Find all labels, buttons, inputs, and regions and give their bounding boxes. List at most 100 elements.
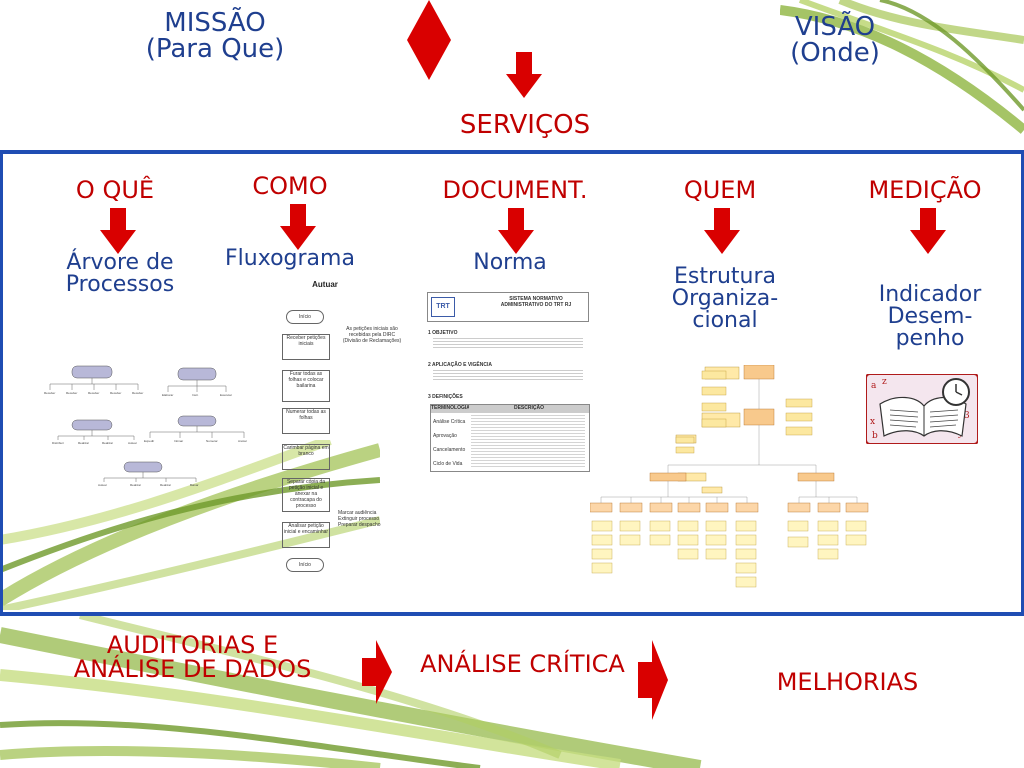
norma-section: 2 APLICAÇÃO E VIGÊNCIA (428, 362, 492, 368)
sub-norma: Norma (440, 252, 580, 274)
sub-estrutura: Estrutura Organiza- cional (650, 266, 800, 332)
flowchart-note: As petições iniciais são recebidas pela … (342, 326, 402, 344)
flowchart-step: Numerar todas as folhas (282, 408, 330, 434)
sub-line: Árvore de (66, 250, 174, 275)
flowchart-step: Receber petições iniciais (282, 334, 330, 360)
arrow-down-icon (910, 208, 946, 254)
svg-text:a: a (871, 381, 877, 391)
book-clock-icon: azxy3b (866, 374, 978, 444)
heading-document: DOCUMENT. (442, 176, 588, 204)
svg-text:Elaborar: Elaborar (162, 393, 173, 397)
svg-text:Realizar: Realizar (102, 441, 113, 445)
svg-text:Baixar: Baixar (190, 483, 199, 487)
sub-line: Processos (65, 272, 175, 297)
norma-header-title: SISTEMA NORMATIVO ADMINISTRATIVO DO TRT … (500, 296, 572, 308)
svg-text:3: 3 (964, 411, 970, 421)
norma-section: 1 OBJETIVO (428, 330, 458, 336)
svg-text:Receber: Receber (66, 391, 77, 395)
visao-line2: (Onde) (790, 38, 880, 68)
sub-line: Desem- (887, 304, 973, 329)
flowchart-step: Separar cópia da petição inicial e anexa… (282, 478, 330, 512)
svg-text:Realizar: Realizar (160, 483, 171, 487)
sub-line: Estrutura (673, 264, 777, 289)
grass-decoration-left (0, 440, 380, 610)
arrow-right-icon (638, 640, 668, 720)
svg-text:Instr.: Instr. (192, 393, 199, 397)
sub-line: Fluxograma (225, 246, 355, 271)
norma-table-row: Cancelamento (433, 447, 466, 453)
svg-text:x: x (870, 417, 875, 427)
heading-como: COMO (252, 172, 328, 200)
svg-text:Intimar: Intimar (174, 439, 183, 443)
arrow-right-icon (362, 640, 392, 704)
main-frame (0, 150, 1024, 616)
sub-line: Indicador (878, 282, 982, 307)
svg-text:z: z (882, 377, 887, 387)
missao-line1: MISSÃO (164, 8, 266, 38)
arrow-down-icon (704, 208, 740, 254)
svg-text:Numerar: Numerar (206, 439, 218, 443)
norma-table: TERMINOLOGIA DESCRIÇÃO Análise Crítica A… (430, 404, 590, 472)
arrow-down-icon (506, 52, 542, 98)
norma-paragraph (433, 338, 583, 350)
sub-line: Norma (473, 250, 547, 275)
missao-line2: (Para Que) (145, 34, 285, 64)
svg-text:Expedir: Expedir (144, 439, 154, 443)
flowchart-start: Início (286, 310, 324, 324)
heading-medicao: MEDIÇÃO (868, 176, 982, 204)
svg-text:Distribuir: Distribuir (52, 441, 64, 445)
servicos-label: SERVIÇOS (459, 110, 591, 140)
svg-text:Realizar: Realizar (78, 441, 89, 445)
svg-text:Receber: Receber (44, 391, 55, 395)
norma-table-row: Aprovação (433, 433, 457, 439)
arrow-down-icon (280, 204, 316, 250)
auditorias-line1: AUDITORIAS E (106, 631, 279, 659)
auditorias-line2: ANÁLISE DE DADOS (73, 655, 312, 683)
flowchart-step: Analisar petição inicial e encaminhar (282, 522, 330, 548)
visao-title: VISÃO (Onde) (760, 14, 910, 66)
red-diamond-icon (407, 0, 451, 80)
sub-line: penho (895, 326, 965, 351)
heading-quem: QUEM (683, 176, 757, 204)
norma-table-header: DESCRIÇÃO (469, 405, 589, 413)
svg-text:Autuar: Autuar (128, 441, 137, 445)
grass-decoration-bottom (0, 615, 702, 768)
org-chart-thumbnail (590, 365, 869, 588)
arrow-down-icon (100, 208, 136, 254)
flowchart-note: Marcar audiência Extinguir processo Prep… (338, 510, 381, 528)
flowchart-thumbnail: Autuar Início Receber petições iniciais … (270, 278, 420, 578)
sub-fluxograma: Fluxograma (210, 248, 370, 270)
sub-line: Organiza- (671, 286, 779, 311)
norma-section: 3 DEFINIÇÕES (428, 394, 463, 400)
arrow-down-icon (498, 208, 534, 254)
flowchart-step: Carimbar página em branco (282, 444, 330, 470)
svg-text:Receber: Receber (88, 391, 99, 395)
norma-header: TRT SISTEMA NORMATIVO ADMINISTRATIVO DO … (427, 292, 589, 322)
heading-o-que: O QUÊ (75, 176, 155, 204)
sub-indicador: Indicador Desem- penho (855, 284, 1005, 350)
flowchart-end: Início (286, 558, 324, 572)
svg-text:Anotar: Anotar (238, 439, 247, 443)
sub-arvore-processos: Árvore de Processos (40, 252, 200, 296)
norma-table-body-text (471, 415, 585, 469)
svg-text:Realizar: Realizar (130, 483, 141, 487)
norma-table-header: TERMINOLOGIA (431, 405, 470, 413)
grass-decoration-top-right (780, 0, 1024, 134)
svg-text:Autuar: Autuar (98, 483, 107, 487)
missao-title: MISSÃO (Para Que) (130, 10, 300, 62)
norma-table-row: Análise Crítica (433, 419, 466, 425)
auditorias-label: AUDITORIAS E ANÁLISE DE DADOS (55, 633, 330, 681)
analise-critica-label: ANÁLISE CRÍTICA (420, 650, 625, 678)
melhorias-label: MELHORIAS (776, 668, 919, 696)
norma-paragraph (433, 370, 583, 382)
trt-logo: TRT (431, 297, 455, 317)
norma-table-row: Ciclo de Vida (433, 461, 463, 467)
visao-line1: VISÃO (794, 12, 876, 42)
svg-text:Receber: Receber (132, 391, 143, 395)
flowchart-step: Furar todas as folhas e colocar bailarin… (282, 370, 330, 402)
norma-document-thumbnail: TRT SISTEMA NORMATIVO ADMINISTRATIVO DO … (425, 292, 590, 472)
sub-line: cional (692, 308, 758, 333)
svg-text:b: b (872, 431, 878, 441)
svg-text:Executar: Executar (220, 393, 232, 397)
